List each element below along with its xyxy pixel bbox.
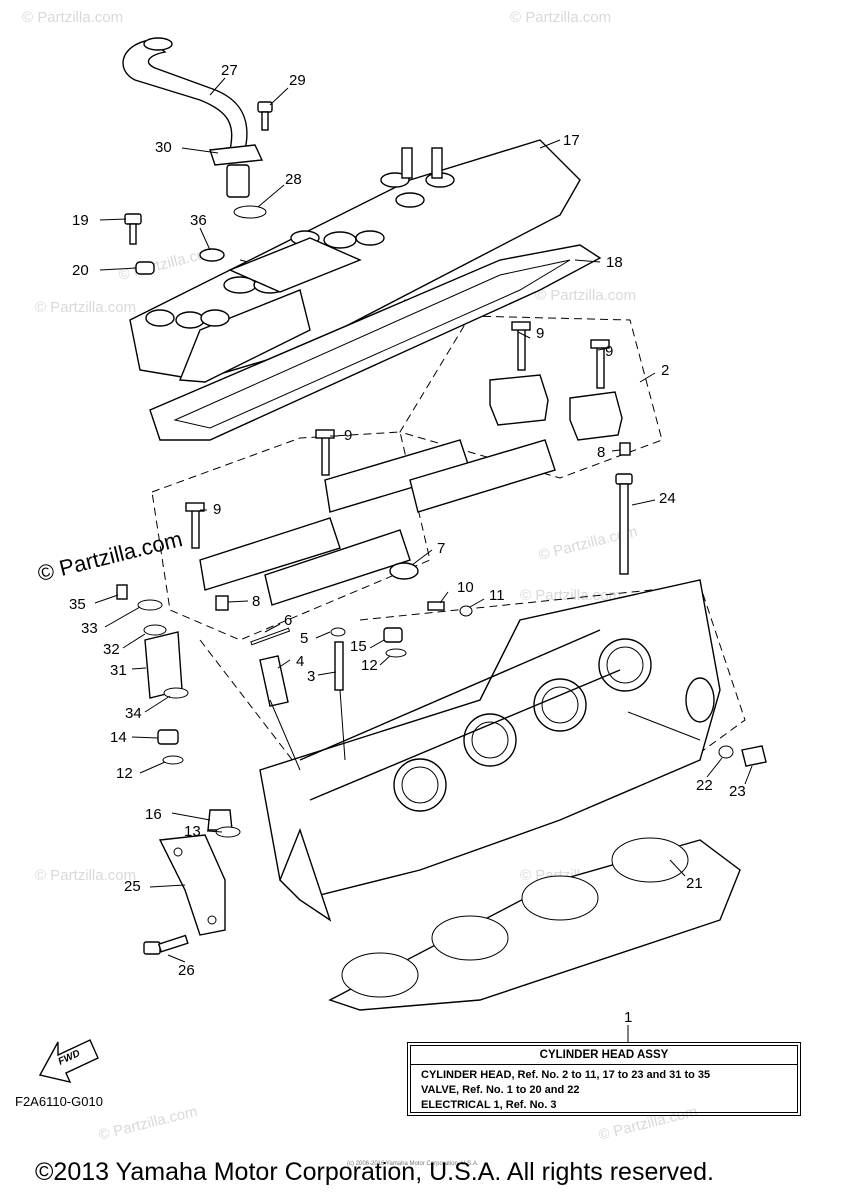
- assembly-reference-box: CYLINDER HEAD ASSY CYLINDER HEAD, Ref. N…: [407, 1042, 801, 1116]
- callout-13: 13: [184, 823, 201, 840]
- watermark: © Partzilla.com: [535, 287, 636, 304]
- group-outline-right: [359, 584, 746, 761]
- watermark: © Partzilla.com: [35, 867, 136, 884]
- callout-2: 2: [661, 362, 669, 379]
- plug-36: [199, 248, 225, 262]
- watermark: © Partzilla.com: [510, 9, 611, 26]
- callout-23: 23: [729, 783, 746, 800]
- o-ring-28: [233, 205, 267, 219]
- callout-16: 16: [145, 806, 162, 823]
- cam-cap-set-mid: [185, 429, 556, 611]
- callout-18: 18: [606, 254, 623, 271]
- callout-1: 1: [624, 1009, 632, 1026]
- callout-10: 10: [457, 579, 474, 596]
- callout-4: 4: [296, 653, 304, 670]
- callout-35: 35: [69, 596, 86, 613]
- callout-22: 22: [696, 777, 713, 794]
- watermark: © Partzilla.com: [22, 9, 123, 26]
- callout-30: 30: [155, 139, 172, 156]
- diagram-code: F2A6110-G010: [15, 1094, 103, 1109]
- callout-19: 19: [72, 212, 89, 229]
- group-outline-2: [399, 315, 663, 479]
- callout-9: 9: [605, 343, 613, 360]
- callout-3: 3: [307, 668, 315, 685]
- callout-17: 17: [563, 132, 580, 149]
- group-outline-camcaps: [151, 431, 431, 641]
- callout-15: 15: [350, 638, 367, 655]
- group-outline-left: [199, 639, 331, 891]
- breather-hose: [122, 37, 264, 198]
- assembly-line: VALVE, Ref. No. 1 to 20 and 22: [421, 1084, 580, 1096]
- assembly-line: CYLINDER HEAD, Ref. No. 2 to 11, 17 to 2…: [421, 1069, 711, 1081]
- callout-8: 8: [252, 593, 260, 610]
- left-parts: [116, 584, 241, 838]
- plug-7: [389, 562, 419, 580]
- callout-25: 25: [124, 878, 141, 895]
- assembly-line: ELECTRICAL 1, Ref. No. 3: [421, 1099, 557, 1111]
- watermark: © Partzilla.com: [520, 587, 621, 604]
- bracket-25: [158, 834, 226, 936]
- bolt-19: [124, 213, 142, 245]
- grommet-20: [135, 261, 155, 275]
- bolt-26: [143, 934, 189, 955]
- callout-32: 32: [103, 641, 120, 658]
- cam-cap-set-2: [489, 321, 631, 456]
- callout-6: 6: [284, 612, 292, 629]
- callout-14: 14: [110, 729, 127, 746]
- plug-23: [741, 745, 767, 767]
- callout-36: 36: [190, 212, 207, 229]
- callout-34: 34: [125, 705, 142, 722]
- assembly-divider: [411, 1064, 797, 1065]
- callout-29: 29: [289, 72, 306, 89]
- assembly-title: CYLINDER HEAD ASSY: [539, 1049, 669, 1061]
- callout-33: 33: [81, 620, 98, 637]
- cylinder-head-cover: [129, 139, 581, 383]
- callout-31: 31: [110, 662, 127, 679]
- bolt-24: [615, 473, 633, 575]
- watermark: © Partzilla.com: [117, 243, 219, 284]
- washer-22: [718, 745, 734, 759]
- callout-12: 12: [361, 657, 378, 674]
- callout-5: 5: [300, 630, 308, 647]
- leader-lines: [94, 77, 753, 1042]
- head-gasket: [328, 837, 741, 1011]
- callout-28: 28: [285, 171, 302, 188]
- callout-9: 9: [536, 325, 544, 342]
- fine-print: (c) 2006-2016 Yamaha Motor Corporation, …: [347, 1161, 479, 1167]
- callout-24: 24: [659, 490, 676, 507]
- valve-parts: [250, 601, 473, 707]
- callout-11: 11: [489, 587, 505, 604]
- callout-9: 9: [213, 501, 221, 518]
- callout-21: 21: [686, 875, 703, 892]
- cylinder-head-body: [259, 579, 721, 922]
- callout-9: 9: [344, 427, 352, 444]
- callout-27: 27: [221, 62, 238, 79]
- callout-8: 8: [597, 444, 605, 461]
- bolt-29: [257, 101, 273, 131]
- watermark: © Partzilla.com: [35, 299, 136, 316]
- callout-26: 26: [178, 962, 195, 979]
- fwd-arrow: FWD: [38, 1039, 99, 1084]
- callout-labels: 27 29 30 28 17 19 36 20 18 9 9 2 9 8 24 …: [69, 62, 746, 1026]
- callout-7: 7: [437, 540, 445, 557]
- callout-20: 20: [72, 262, 89, 279]
- callout-12: 12: [116, 765, 133, 782]
- head-cover-gasket-inner: [173, 259, 571, 429]
- watermark: © Partzilla.com: [97, 1103, 199, 1144]
- copyright-notice: ©2013 Yamaha Motor Corporation, U.S.A. A…: [35, 1158, 714, 1186]
